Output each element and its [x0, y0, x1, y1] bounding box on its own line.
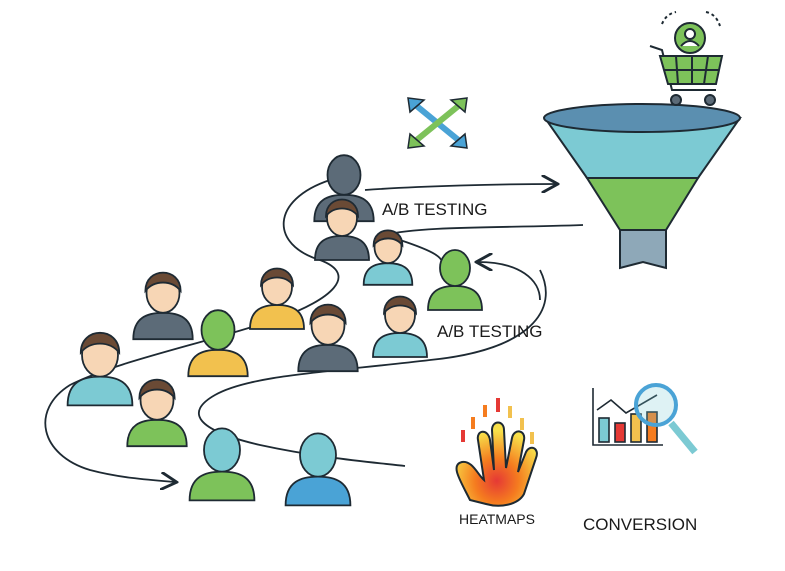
- heatmap-hand-icon: [455, 398, 538, 507]
- person-figure: [297, 303, 359, 373]
- swap-arrows-icon: [407, 97, 468, 149]
- conversion-funnel: [543, 103, 742, 270]
- person-figure: [132, 271, 194, 341]
- conversion-chart-icon: [592, 383, 698, 455]
- path-to-funnel-top: [364, 184, 556, 190]
- ab-testing-label-top: A/B TESTING: [382, 200, 488, 219]
- ab-testing-label-bottom: A/B TESTING: [437, 322, 543, 341]
- person-figure: [126, 378, 188, 448]
- people-group: [66, 154, 483, 507]
- person-figure: [187, 309, 249, 378]
- person-figure: [188, 427, 256, 502]
- path-mid: [399, 239, 444, 271]
- person-figure: [284, 432, 352, 507]
- person-figure: [372, 295, 428, 358]
- person-figure: [362, 229, 414, 286]
- shopping-cart-icon: [649, 11, 724, 106]
- person-figure: [249, 267, 305, 330]
- path-to-green-person: [478, 262, 541, 301]
- conversion-label: CONVERSION: [583, 515, 698, 534]
- person-figure: [66, 331, 134, 407]
- path-from-funnel: [384, 224, 584, 236]
- path-left-loop: [44, 179, 340, 482]
- person-figure: [427, 249, 483, 311]
- heatmaps-label: HEATMAPS: [459, 511, 535, 527]
- person-figure: [314, 198, 370, 261]
